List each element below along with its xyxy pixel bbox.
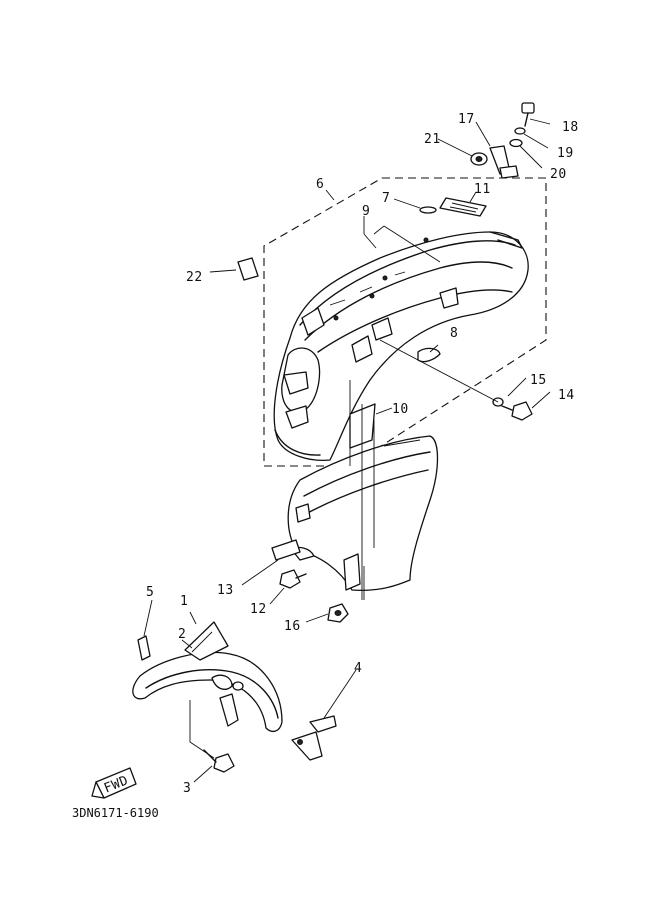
callout-15: 15 [530, 373, 547, 388]
plate-10 [349, 403, 376, 449]
callout-12: 12 [250, 602, 267, 617]
callout-16: 16 [284, 619, 301, 634]
callout-3: 3 [183, 781, 191, 796]
washer-19 [514, 127, 526, 135]
callout-22: 22 [186, 270, 203, 285]
label-plate-11 [439, 197, 487, 217]
callout-5: 5 [146, 585, 154, 600]
callout-13: 13 [217, 583, 234, 598]
callout-19: 19 [557, 146, 574, 161]
bolt-14 [501, 401, 533, 421]
inner-fender [271, 435, 439, 591]
clip-8 [417, 347, 441, 363]
callout-21: 21 [424, 132, 441, 147]
callout-14: 14 [558, 388, 575, 403]
drawing-number: 3DN6171-6190 [72, 806, 159, 820]
bolt-12 [279, 569, 307, 589]
callout-8: 8 [450, 326, 458, 341]
callout-11: 11 [474, 182, 491, 197]
rear-fender [273, 231, 529, 461]
cap-7 [419, 206, 437, 214]
bracket-4 [291, 715, 337, 761]
callout-4: 4 [354, 661, 362, 676]
grommet-22 [237, 257, 259, 281]
bolt-3 [203, 749, 235, 773]
fwd-arrow-icon: FWD [91, 767, 137, 799]
callout-7: 7 [382, 191, 390, 206]
callout-18: 18 [562, 120, 579, 135]
callout-10: 10 [392, 402, 409, 417]
callout-1: 1 [180, 594, 188, 609]
callout-20: 20 [550, 167, 567, 182]
washer-20 [509, 138, 523, 148]
screw-18 [521, 102, 535, 127]
callout-17: 17 [458, 112, 475, 127]
callout-9: 9 [362, 204, 370, 219]
clip-5 [137, 635, 151, 661]
front-fender [132, 621, 283, 733]
callout-6: 6 [316, 177, 324, 192]
callout-2: 2 [178, 627, 186, 642]
